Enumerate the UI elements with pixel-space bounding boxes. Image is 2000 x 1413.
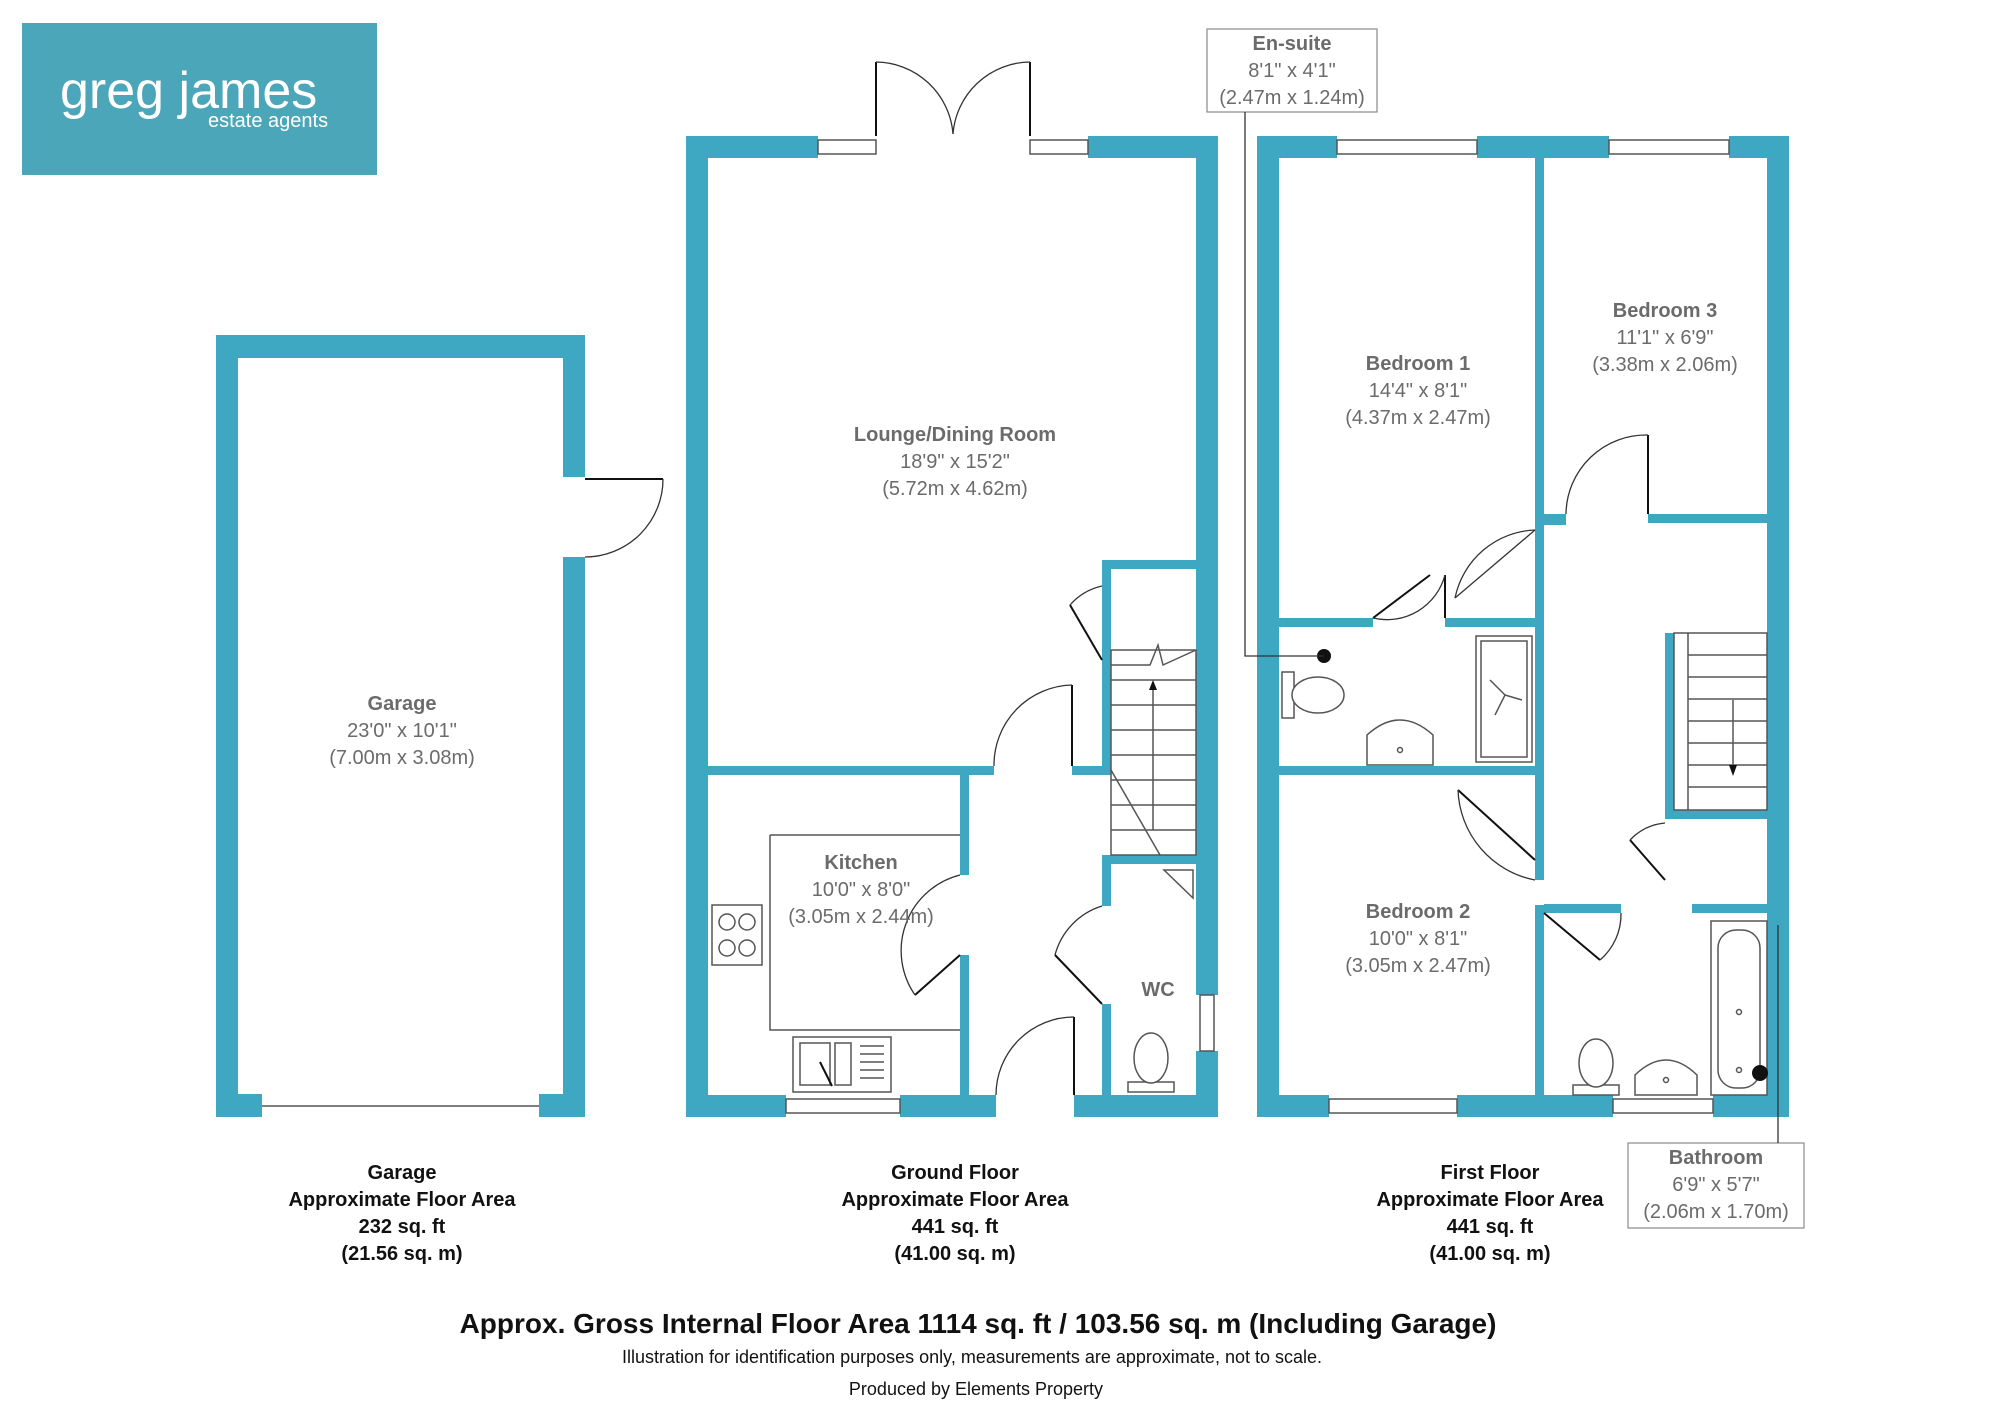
area-sqft-garage: 232 sq. ft xyxy=(359,1216,446,1238)
area-first: First Floor Approximate Floor Area 441 s… xyxy=(1376,1162,1604,1265)
area-sqft-ground: 441 sq. ft xyxy=(912,1216,999,1238)
room-dim-metric-ensuite: (2.47m x 1.24m) xyxy=(1219,87,1365,109)
room-name-bedroom1: Bedroom 1 xyxy=(1366,353,1470,375)
ground-floor-stairs xyxy=(1110,642,1197,856)
area-sqft-first: 441 sq. ft xyxy=(1447,1216,1534,1238)
brand-logo: greg james estate agents xyxy=(22,23,377,175)
room-dim-imperial-bathroom: 6'9" x 5'7" xyxy=(1672,1174,1759,1196)
label-wc: WC xyxy=(1141,979,1174,1001)
logo-tagline: estate agents xyxy=(208,110,328,132)
first-floor-doors xyxy=(1372,434,1666,961)
label-ensuite: En-suite 8'1" x 4'1" (2.47m x 1.24m) xyxy=(1219,33,1365,109)
wc-fittings xyxy=(1127,869,1194,1093)
garage-side-door xyxy=(584,478,664,558)
area-title-first: First Floor xyxy=(1441,1162,1540,1184)
ground-floor-windows xyxy=(785,139,1215,1114)
ensuite-basin-icon xyxy=(1366,719,1434,766)
room-name-wc: WC xyxy=(1141,979,1174,1001)
area-ground: Ground Floor Approximate Floor Area 441 … xyxy=(841,1162,1069,1265)
area-label-garage: Approximate Floor Area xyxy=(288,1189,516,1211)
basin-icon xyxy=(1162,869,1194,900)
ground-floor-doors xyxy=(900,585,1103,1096)
ensuite-callout xyxy=(1206,28,1378,657)
room-dim-imperial-bedroom2: 10'0" x 8'1" xyxy=(1369,928,1468,950)
room-name-kitchen: Kitchen xyxy=(824,852,897,874)
area-garage: Garage Approximate Floor Area 232 sq. ft… xyxy=(288,1162,516,1265)
room-name-ensuite: En-suite xyxy=(1253,33,1332,55)
room-name-bedroom3: Bedroom 3 xyxy=(1613,300,1717,322)
room-dim-metric-bathroom: (2.06m x 1.70m) xyxy=(1643,1201,1789,1223)
area-label-ground: Approximate Floor Area xyxy=(841,1189,1069,1211)
logo-background xyxy=(22,23,377,175)
ensuite-fittings xyxy=(1281,635,1533,766)
area-title-garage: Garage xyxy=(368,1162,437,1184)
room-dim-imperial-kitchen: 10'0" x 8'0" xyxy=(812,879,911,901)
room-name-garage: Garage xyxy=(368,693,437,715)
room-name-bathroom: Bathroom xyxy=(1669,1147,1763,1169)
producer-credit: Produced by Elements Property xyxy=(849,1379,1103,1399)
label-kitchen: Kitchen 10'0" x 8'0" (3.05m x 2.44m) xyxy=(788,852,934,928)
bathroom-callout xyxy=(1627,925,1805,1229)
room-dim-metric-garage: (7.00m x 3.08m) xyxy=(329,747,475,769)
label-bedroom2: Bedroom 2 10'0" x 8'1" (3.05m x 2.47m) xyxy=(1345,901,1491,977)
first-floor-stairs xyxy=(1673,632,1768,811)
label-bedroom3: Bedroom 3 11'1" x 6'9" (3.38m x 2.06m) xyxy=(1592,300,1738,376)
label-garage: Garage 23'0" x 10'1" (7.00m x 3.08m) xyxy=(329,693,475,769)
area-label-first: Approximate Floor Area xyxy=(1376,1189,1604,1211)
french-doors xyxy=(875,61,1031,136)
logo-name: greg james xyxy=(60,62,317,120)
room-dim-imperial-ensuite: 8'1" x 4'1" xyxy=(1248,60,1335,82)
room-dim-metric-lounge: (5.72m x 4.62m) xyxy=(882,478,1028,500)
room-name-lounge: Lounge/Dining Room xyxy=(854,424,1056,446)
hob-icon xyxy=(711,904,763,966)
area-sqm-garage: (21.56 sq. m) xyxy=(341,1243,462,1265)
area-sqm-ground: (41.00 sq. m) xyxy=(894,1243,1015,1265)
room-dim-metric-bedroom2: (3.05m x 2.47m) xyxy=(1345,955,1491,977)
ensuite-toilet-icon xyxy=(1291,676,1345,714)
first-floor-walls xyxy=(1257,136,1789,1117)
room-dim-metric-bedroom1: (4.37m x 2.47m) xyxy=(1345,407,1491,429)
gross-area-heading: Approx. Gross Internal Floor Area 1114 s… xyxy=(460,1308,1497,1339)
shower-icon xyxy=(1475,635,1533,763)
kitchen-fittings xyxy=(711,834,960,1093)
room-name-bedroom2: Bedroom 2 xyxy=(1366,901,1470,923)
ground-floor-walls xyxy=(686,136,1218,1117)
disclaimer-text: Illustration for identification purposes… xyxy=(622,1347,1322,1367)
room-dim-imperial-bedroom3: 11'1" x 6'9" xyxy=(1616,327,1713,349)
room-dim-metric-kitchen: (3.05m x 2.44m) xyxy=(788,906,934,928)
first-floor-windows xyxy=(1328,139,1730,1114)
toilet-icon xyxy=(1133,1032,1169,1084)
label-lounge: Lounge/Dining Room 18'9" x 15'2" (5.72m … xyxy=(854,424,1056,500)
room-dim-imperial-lounge: 18'9" x 15'2" xyxy=(900,451,1010,473)
room-dim-imperial-garage: 23'0" x 10'1" xyxy=(347,720,457,742)
room-dim-imperial-bedroom1: 14'4" x 8'1" xyxy=(1369,380,1468,402)
area-title-ground: Ground Floor xyxy=(891,1162,1019,1184)
garage-walls xyxy=(216,335,585,1117)
label-bedroom1: Bedroom 1 14'4" x 8'1" (4.37m x 2.47m) xyxy=(1345,353,1491,429)
area-sqm-first: (41.00 sq. m) xyxy=(1429,1243,1550,1265)
bathroom-toilet-icon xyxy=(1578,1038,1614,1088)
bathroom-fittings xyxy=(1572,920,1768,1096)
label-bathroom: Bathroom 6'9" x 5'7" (2.06m x 1.70m) xyxy=(1643,1147,1789,1223)
room-dim-metric-bedroom3: (3.38m x 2.06m) xyxy=(1592,354,1738,376)
